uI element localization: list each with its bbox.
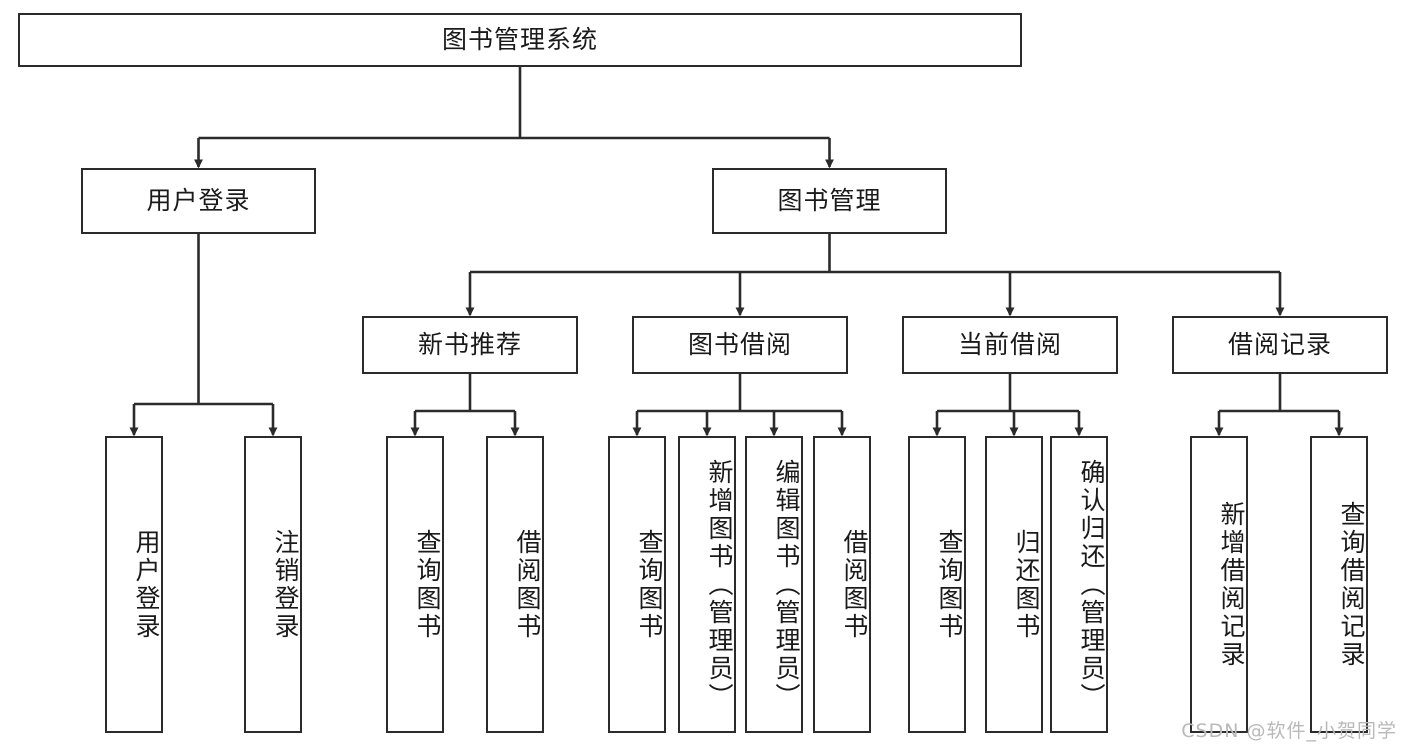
node-label: 新增图书（管理员） bbox=[705, 458, 734, 711]
node-label: 用户登录 bbox=[132, 528, 161, 641]
node-leaf-query-book-3[interactable]: 查询图书 bbox=[908, 436, 966, 733]
node-new-book-rec[interactable]: 新书推荐 bbox=[362, 316, 578, 374]
node-label: 确认归还（管理员） bbox=[1077, 458, 1106, 711]
node-leaf-user-logout[interactable]: 注销登录 bbox=[244, 436, 302, 733]
node-label: 用户登录 bbox=[146, 186, 251, 216]
node-borrow-record[interactable]: 借阅记录 bbox=[1172, 316, 1388, 374]
node-root-system[interactable]: 图书管理系统 bbox=[18, 13, 1022, 67]
node-label: 归还图书 bbox=[1012, 528, 1041, 641]
node-label: 当前借阅 bbox=[957, 330, 1062, 360]
node-user-login[interactable]: 用户登录 bbox=[81, 168, 316, 234]
node-leaf-add-book[interactable]: 新增图书（管理员） bbox=[678, 436, 736, 733]
node-leaf-add-record[interactable]: 新增借阅记录 bbox=[1190, 436, 1248, 733]
node-label: 图书借阅 bbox=[687, 330, 792, 360]
node-label: 编辑图书（管理员） bbox=[772, 458, 801, 711]
node-label: 图书管理 bbox=[777, 186, 882, 216]
node-label: 查询借阅记录 bbox=[1337, 500, 1366, 669]
node-label: 注销登录 bbox=[271, 528, 300, 641]
node-leaf-query-book-2[interactable]: 查询图书 bbox=[608, 436, 666, 733]
node-book-borrow[interactable]: 图书借阅 bbox=[632, 316, 848, 374]
node-label: 新书推荐 bbox=[417, 330, 522, 360]
node-current-borrow[interactable]: 当前借阅 bbox=[902, 316, 1118, 374]
node-label: 借阅记录 bbox=[1227, 330, 1332, 360]
node-leaf-borrow-book-1[interactable]: 借阅图书 bbox=[486, 436, 544, 733]
node-label: 新增借阅记录 bbox=[1217, 500, 1246, 669]
csdn-watermark: CSDN @软件_小贺同学 bbox=[1181, 720, 1397, 742]
node-leaf-user-login[interactable]: 用户登录 bbox=[105, 436, 163, 733]
node-book-manage[interactable]: 图书管理 bbox=[712, 168, 947, 234]
node-label: 查询图书 bbox=[935, 528, 964, 641]
node-leaf-return-book[interactable]: 归还图书 bbox=[985, 436, 1043, 733]
node-label: 查询图书 bbox=[413, 528, 442, 641]
node-leaf-edit-book[interactable]: 编辑图书（管理员） bbox=[745, 436, 803, 733]
node-label: 图书管理系统 bbox=[441, 25, 598, 55]
node-leaf-query-record[interactable]: 查询借阅记录 bbox=[1310, 436, 1368, 733]
node-label: 借阅图书 bbox=[513, 528, 542, 641]
node-label: 借阅图书 bbox=[840, 528, 869, 641]
node-leaf-query-book-1[interactable]: 查询图书 bbox=[386, 436, 444, 733]
node-leaf-borrow-book-2[interactable]: 借阅图书 bbox=[813, 436, 871, 733]
node-leaf-confirm-return[interactable]: 确认归还（管理员） bbox=[1050, 436, 1108, 733]
node-label: 查询图书 bbox=[635, 528, 664, 641]
